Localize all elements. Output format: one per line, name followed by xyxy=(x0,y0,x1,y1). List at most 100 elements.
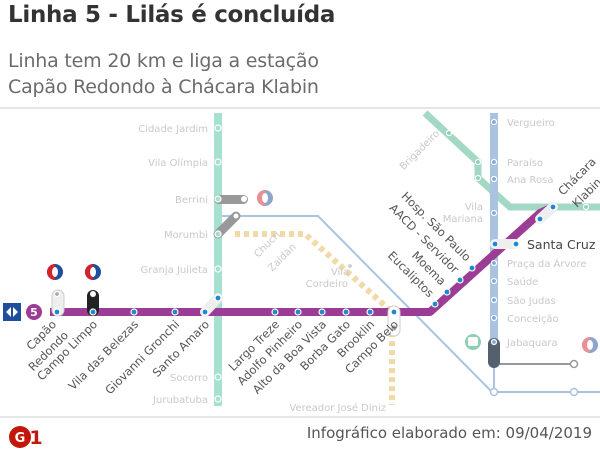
line9-station-label: Vila Olímpia xyxy=(148,157,208,169)
line5-station-label: Santa Cruz xyxy=(527,237,596,252)
line5-station xyxy=(130,308,138,316)
line1-station xyxy=(490,118,498,126)
cptm-icon xyxy=(582,337,598,353)
line9-station xyxy=(214,265,222,273)
line5-station xyxy=(456,276,464,284)
transfer-connector xyxy=(488,338,500,368)
line17-track xyxy=(235,231,395,405)
cptm-icon-center xyxy=(90,267,96,277)
line5-station xyxy=(491,240,499,248)
cptm-icon-center xyxy=(262,193,268,203)
station-marker xyxy=(232,212,240,220)
line17-track-blue xyxy=(218,215,600,393)
metro-logo-icon-mark xyxy=(11,306,13,318)
line1-station-label: Vergueiro xyxy=(507,118,555,129)
line9-station xyxy=(214,230,222,238)
station-marker xyxy=(489,387,499,397)
line9-station xyxy=(214,124,222,132)
line1-station xyxy=(490,314,498,322)
line2-station xyxy=(474,174,482,182)
line9-station-label: Cidade Jardim xyxy=(138,124,208,135)
line9-station xyxy=(214,195,222,203)
cptm-icon-red xyxy=(85,264,93,280)
line1-station-label: Mariana xyxy=(443,214,483,225)
line1-station-label: Ana Rosa xyxy=(507,175,553,186)
bottom-divider xyxy=(0,416,600,418)
cptm-icon-red xyxy=(257,190,265,206)
line5-station xyxy=(549,203,557,211)
line1-station xyxy=(490,338,498,346)
subtitle-line-1: Linha tem 20 km e liga a estação xyxy=(8,50,319,72)
line1-station xyxy=(490,209,498,217)
transfer-connector xyxy=(213,211,241,239)
transfer-connector xyxy=(87,290,99,316)
line1-station xyxy=(490,259,498,267)
line5-badge-label: 5 xyxy=(30,306,38,319)
line9-station xyxy=(214,158,222,166)
line2-station xyxy=(445,129,453,137)
transfer-connector xyxy=(214,195,248,204)
line1-station-label: Vila xyxy=(465,202,483,213)
line5-station xyxy=(271,308,279,316)
line9-station-label: Berrini xyxy=(175,195,208,206)
line9-station-label: Socorro xyxy=(170,373,208,384)
svg-text:1: 1 xyxy=(29,427,42,449)
line1-station-label: Conceição xyxy=(507,314,559,325)
station-marker xyxy=(90,291,96,297)
line5-station xyxy=(214,294,222,302)
line5-station xyxy=(89,308,97,316)
line5-station xyxy=(536,215,544,223)
cptm-icon-center xyxy=(52,267,58,277)
line1-station xyxy=(490,158,498,166)
line2-station xyxy=(474,158,482,166)
line17-station-label: Cordeiro xyxy=(306,279,348,290)
line5-station-label: Vila das Belezas xyxy=(65,317,141,393)
line5-station xyxy=(512,240,520,248)
line9-station-label: Morumbi xyxy=(164,230,208,241)
cptm-icon xyxy=(47,264,63,280)
line5-station xyxy=(318,308,326,316)
cptm-icon-red xyxy=(47,264,55,280)
line17-station-label: Vila xyxy=(331,267,349,278)
line1-station xyxy=(490,277,498,285)
cptm-icon xyxy=(257,190,273,206)
line5-station xyxy=(201,308,209,316)
line5-station xyxy=(294,308,302,316)
line2-station-label: Brigadeiro xyxy=(398,128,442,172)
line9-station-label: Jurubatuba xyxy=(152,395,208,406)
line9-station-label: Granja Julieta xyxy=(141,265,208,276)
line5-station xyxy=(171,308,179,316)
station-marker xyxy=(569,359,579,369)
line1-station-label: São Judas xyxy=(507,296,556,307)
line1-station-label: Praça da Árvore xyxy=(507,257,587,270)
line1-station xyxy=(490,175,498,183)
bus-icon-body xyxy=(468,337,478,346)
cptm-icon xyxy=(85,264,101,280)
line2-station xyxy=(582,203,590,211)
line5-badge xyxy=(26,304,42,320)
subtitle-line-2: Capão Redondo à Chácara Klabin xyxy=(8,76,319,98)
line17-station xyxy=(346,262,354,270)
line5-station xyxy=(366,308,374,316)
line9-station xyxy=(214,395,222,403)
line5-station xyxy=(443,288,451,296)
page-title: Linha 5 - Lilás é concluída xyxy=(8,2,336,28)
station-marker xyxy=(53,290,61,298)
line17-station-label: Vereador José Diniz xyxy=(289,402,386,414)
station-marker xyxy=(241,196,247,202)
station-marker xyxy=(569,387,579,397)
station-marker xyxy=(391,325,397,331)
line5-station xyxy=(431,300,439,308)
line5-station xyxy=(390,308,398,316)
line9-station xyxy=(214,373,222,381)
line5-station xyxy=(53,308,61,316)
svg-text:G: G xyxy=(15,431,26,446)
credit-text: Infográfico elaborado em: 09/04/2019 xyxy=(306,424,592,442)
line5-station xyxy=(342,308,350,316)
line1-station-label: Saúde xyxy=(507,276,538,288)
top-divider xyxy=(0,107,600,109)
line5-station xyxy=(468,264,476,272)
line1-station-label: Jabaquara xyxy=(506,338,558,349)
